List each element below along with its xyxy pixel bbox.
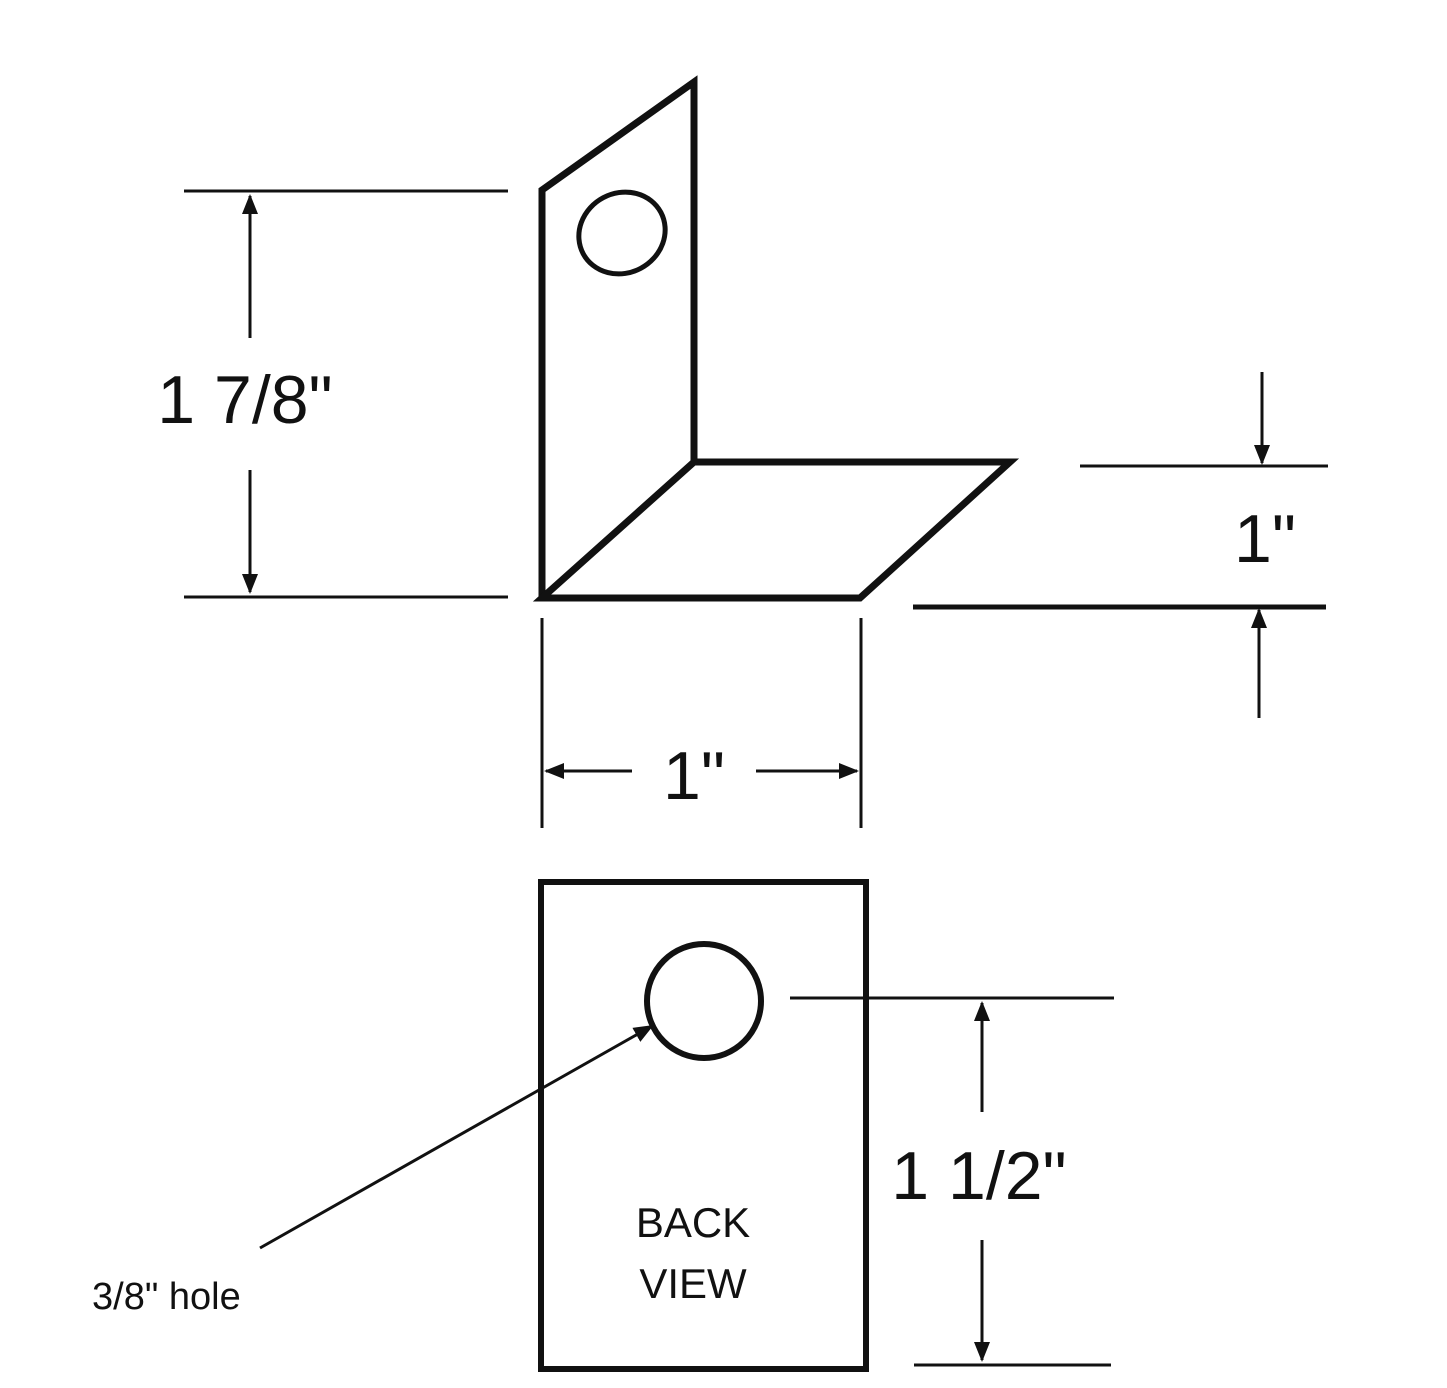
hole-note-label: 3/8" hole	[92, 1276, 241, 1318]
depth-label: 1"	[1234, 501, 1296, 577]
back-view	[538, 879, 869, 1372]
bracket-base-face	[532, 458, 1020, 602]
bracket-hole	[576, 189, 668, 277]
width-dimension	[540, 618, 863, 828]
bracket-vertical-face	[538, 75, 698, 598]
depth-dimension	[913, 372, 1328, 718]
back-height-label: 1 1/2"	[891, 1138, 1066, 1214]
width-label: 1"	[663, 738, 725, 814]
hole-leader-arrow	[259, 1024, 654, 1250]
height-dimension	[184, 189, 508, 599]
back-view-hole	[644, 941, 764, 1061]
back-view-label-line1: BACK	[636, 1199, 750, 1246]
back-view-outline	[538, 879, 869, 1372]
height-label: 1 7/8"	[157, 362, 332, 438]
back-view-label-line2: VIEW	[639, 1260, 747, 1307]
back-height-dimension	[790, 996, 1114, 1367]
isometric-bracket	[532, 75, 1020, 602]
